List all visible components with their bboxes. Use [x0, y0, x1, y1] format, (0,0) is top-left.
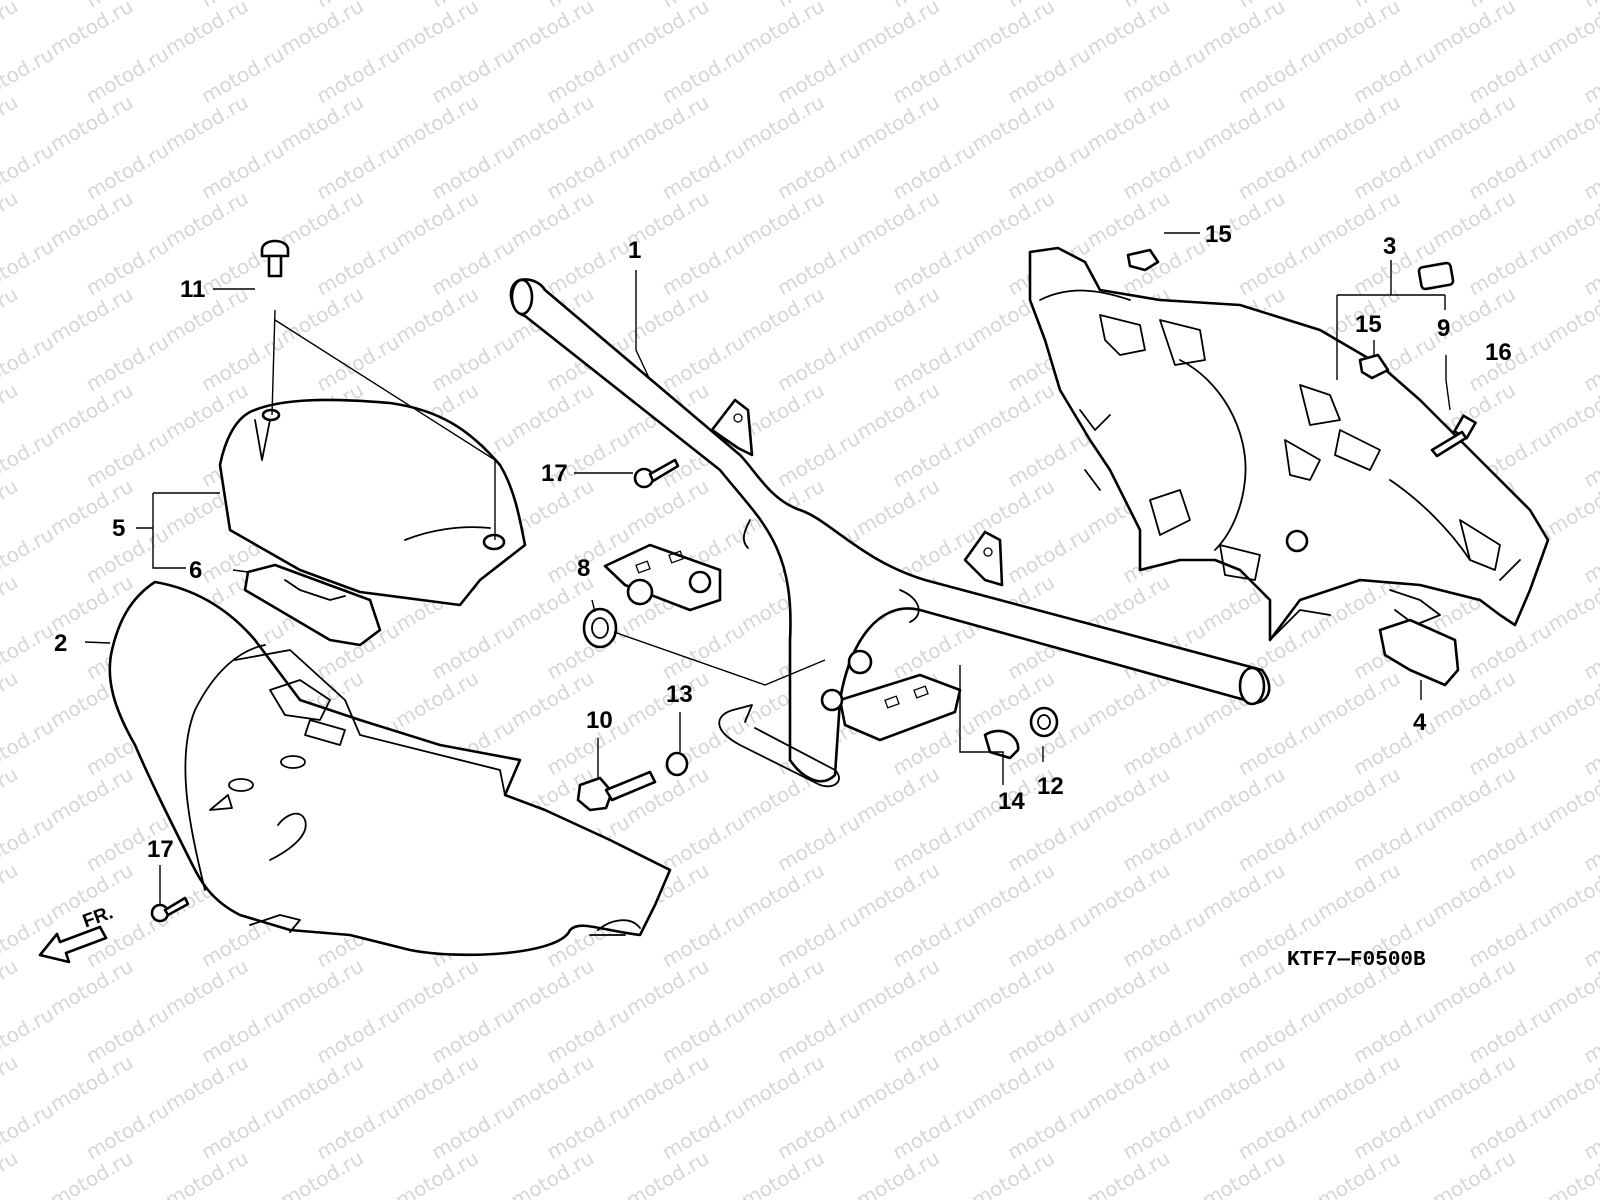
- watermark-text: motod.ru: [1579, 234, 1600, 301]
- watermark-text: motod.ru: [1579, 618, 1600, 685]
- watermark-text: motod.ru: [312, 1194, 403, 1200]
- part-10-bolt: [576, 770, 657, 812]
- watermark-text: motod.ru: [82, 1194, 173, 1200]
- watermark-text: motod.ru: [1579, 138, 1600, 205]
- callout-11: 11: [180, 276, 205, 303]
- part-16-bolt: [1430, 414, 1477, 458]
- callout-1: 1: [628, 237, 641, 264]
- handlebar-pipe: [509, 278, 1271, 788]
- watermark-text: motod.ru: [1579, 426, 1600, 493]
- callout-labels: 11 5 6 2 1 17 8 10 13 14 12 15 3 15 9 16…: [54, 221, 1512, 863]
- watermark-text: motod.ru: [1579, 906, 1600, 973]
- watermark-text: motod.ru: [888, 1194, 979, 1200]
- watermark-text: motod.ru: [0, 762, 22, 829]
- watermark-text: motod.ru: [427, 1194, 518, 1200]
- watermark-text: motod.ru: [1464, 1194, 1555, 1200]
- callout-9: 9: [1437, 315, 1450, 342]
- watermark-text: motod.ru: [0, 0, 22, 60]
- watermark-text: motod.ru: [1119, 1194, 1210, 1200]
- callout-16: 16: [1485, 339, 1512, 366]
- watermark-text: motod.ru: [0, 1050, 22, 1117]
- front-arrow-icon: [38, 925, 108, 964]
- part-8-grommet: [582, 607, 618, 649]
- watermark-text: motod.ru: [1579, 1098, 1600, 1165]
- watermark-text: motod.ru: [0, 186, 22, 253]
- callout-13: 13: [666, 681, 693, 708]
- part-17-screw-lower: [150, 896, 190, 923]
- part-17-screw-upper: [633, 458, 680, 489]
- part-4-clip: [1378, 618, 1460, 687]
- part-12-nut: [1029, 706, 1059, 738]
- watermark-text: motod.ru: [1349, 1194, 1440, 1200]
- watermark-text: motod.ru: [1579, 330, 1600, 397]
- watermark-text: motod.ru: [0, 570, 22, 637]
- part-14-nut: [983, 729, 1020, 760]
- callout-10: 10: [586, 707, 613, 734]
- part-15-clip-upper: [1126, 248, 1160, 272]
- watermark-text: motod.ru: [0, 474, 22, 541]
- watermark-text: motod.ru: [1003, 1194, 1094, 1200]
- upper-handlebar-cover: [218, 398, 527, 647]
- callout-8: 8: [577, 555, 590, 582]
- callout-14: 14: [998, 788, 1025, 815]
- watermark-text: motod.ru: [0, 954, 22, 1021]
- watermark-text: motod.ru: [0, 378, 22, 445]
- watermark-text: motod.ru: [0, 282, 22, 349]
- watermark-text: motod.ru: [1579, 810, 1600, 877]
- callout-3: 3: [1383, 233, 1396, 260]
- callout-17-lower: 17: [147, 836, 174, 863]
- watermark-text: motod.ru: [0, 858, 22, 925]
- callout-6: 6: [189, 557, 202, 584]
- diagram-code: KTF7—F0500B: [1287, 949, 1426, 972]
- watermark-text: motod.ru: [0, 1146, 22, 1200]
- watermark-text: motod.ru: [1579, 714, 1600, 781]
- rear-handlebar-cover: [1028, 246, 1550, 642]
- front-handlebar-cover: [108, 580, 672, 957]
- watermark-text: motod.ru: [197, 1194, 288, 1200]
- leader-lines: [84, 232, 1451, 905]
- part-11-screw: [260, 239, 290, 278]
- part-9-cap: [1417, 261, 1455, 291]
- watermark-text: motod.ru: [658, 1194, 749, 1200]
- watermark-text: motod.ru: [1234, 1194, 1325, 1200]
- watermark-text: motod.ru: [1579, 522, 1600, 589]
- watermark-text: motod.ru: [1579, 1002, 1600, 1069]
- watermark-text: motod.ru: [0, 90, 22, 157]
- part-13-collar: [665, 751, 689, 777]
- callout-15-upper: 15: [1205, 221, 1232, 248]
- watermark-text: motod.ru: [543, 1194, 634, 1200]
- callout-4: 4: [1413, 709, 1427, 736]
- watermark-text: motod.ru: [0, 666, 22, 733]
- callout-12: 12: [1037, 773, 1064, 800]
- watermark-text: motod.ru: [1579, 42, 1600, 109]
- watermark-text: motod.ru: [773, 1194, 864, 1200]
- callout-2: 2: [54, 630, 67, 657]
- callout-5: 5: [112, 515, 125, 542]
- callout-15-lower: 15: [1355, 311, 1382, 338]
- callout-17-upper: 17: [541, 460, 568, 487]
- part-15-clip-lower: [1358, 353, 1390, 380]
